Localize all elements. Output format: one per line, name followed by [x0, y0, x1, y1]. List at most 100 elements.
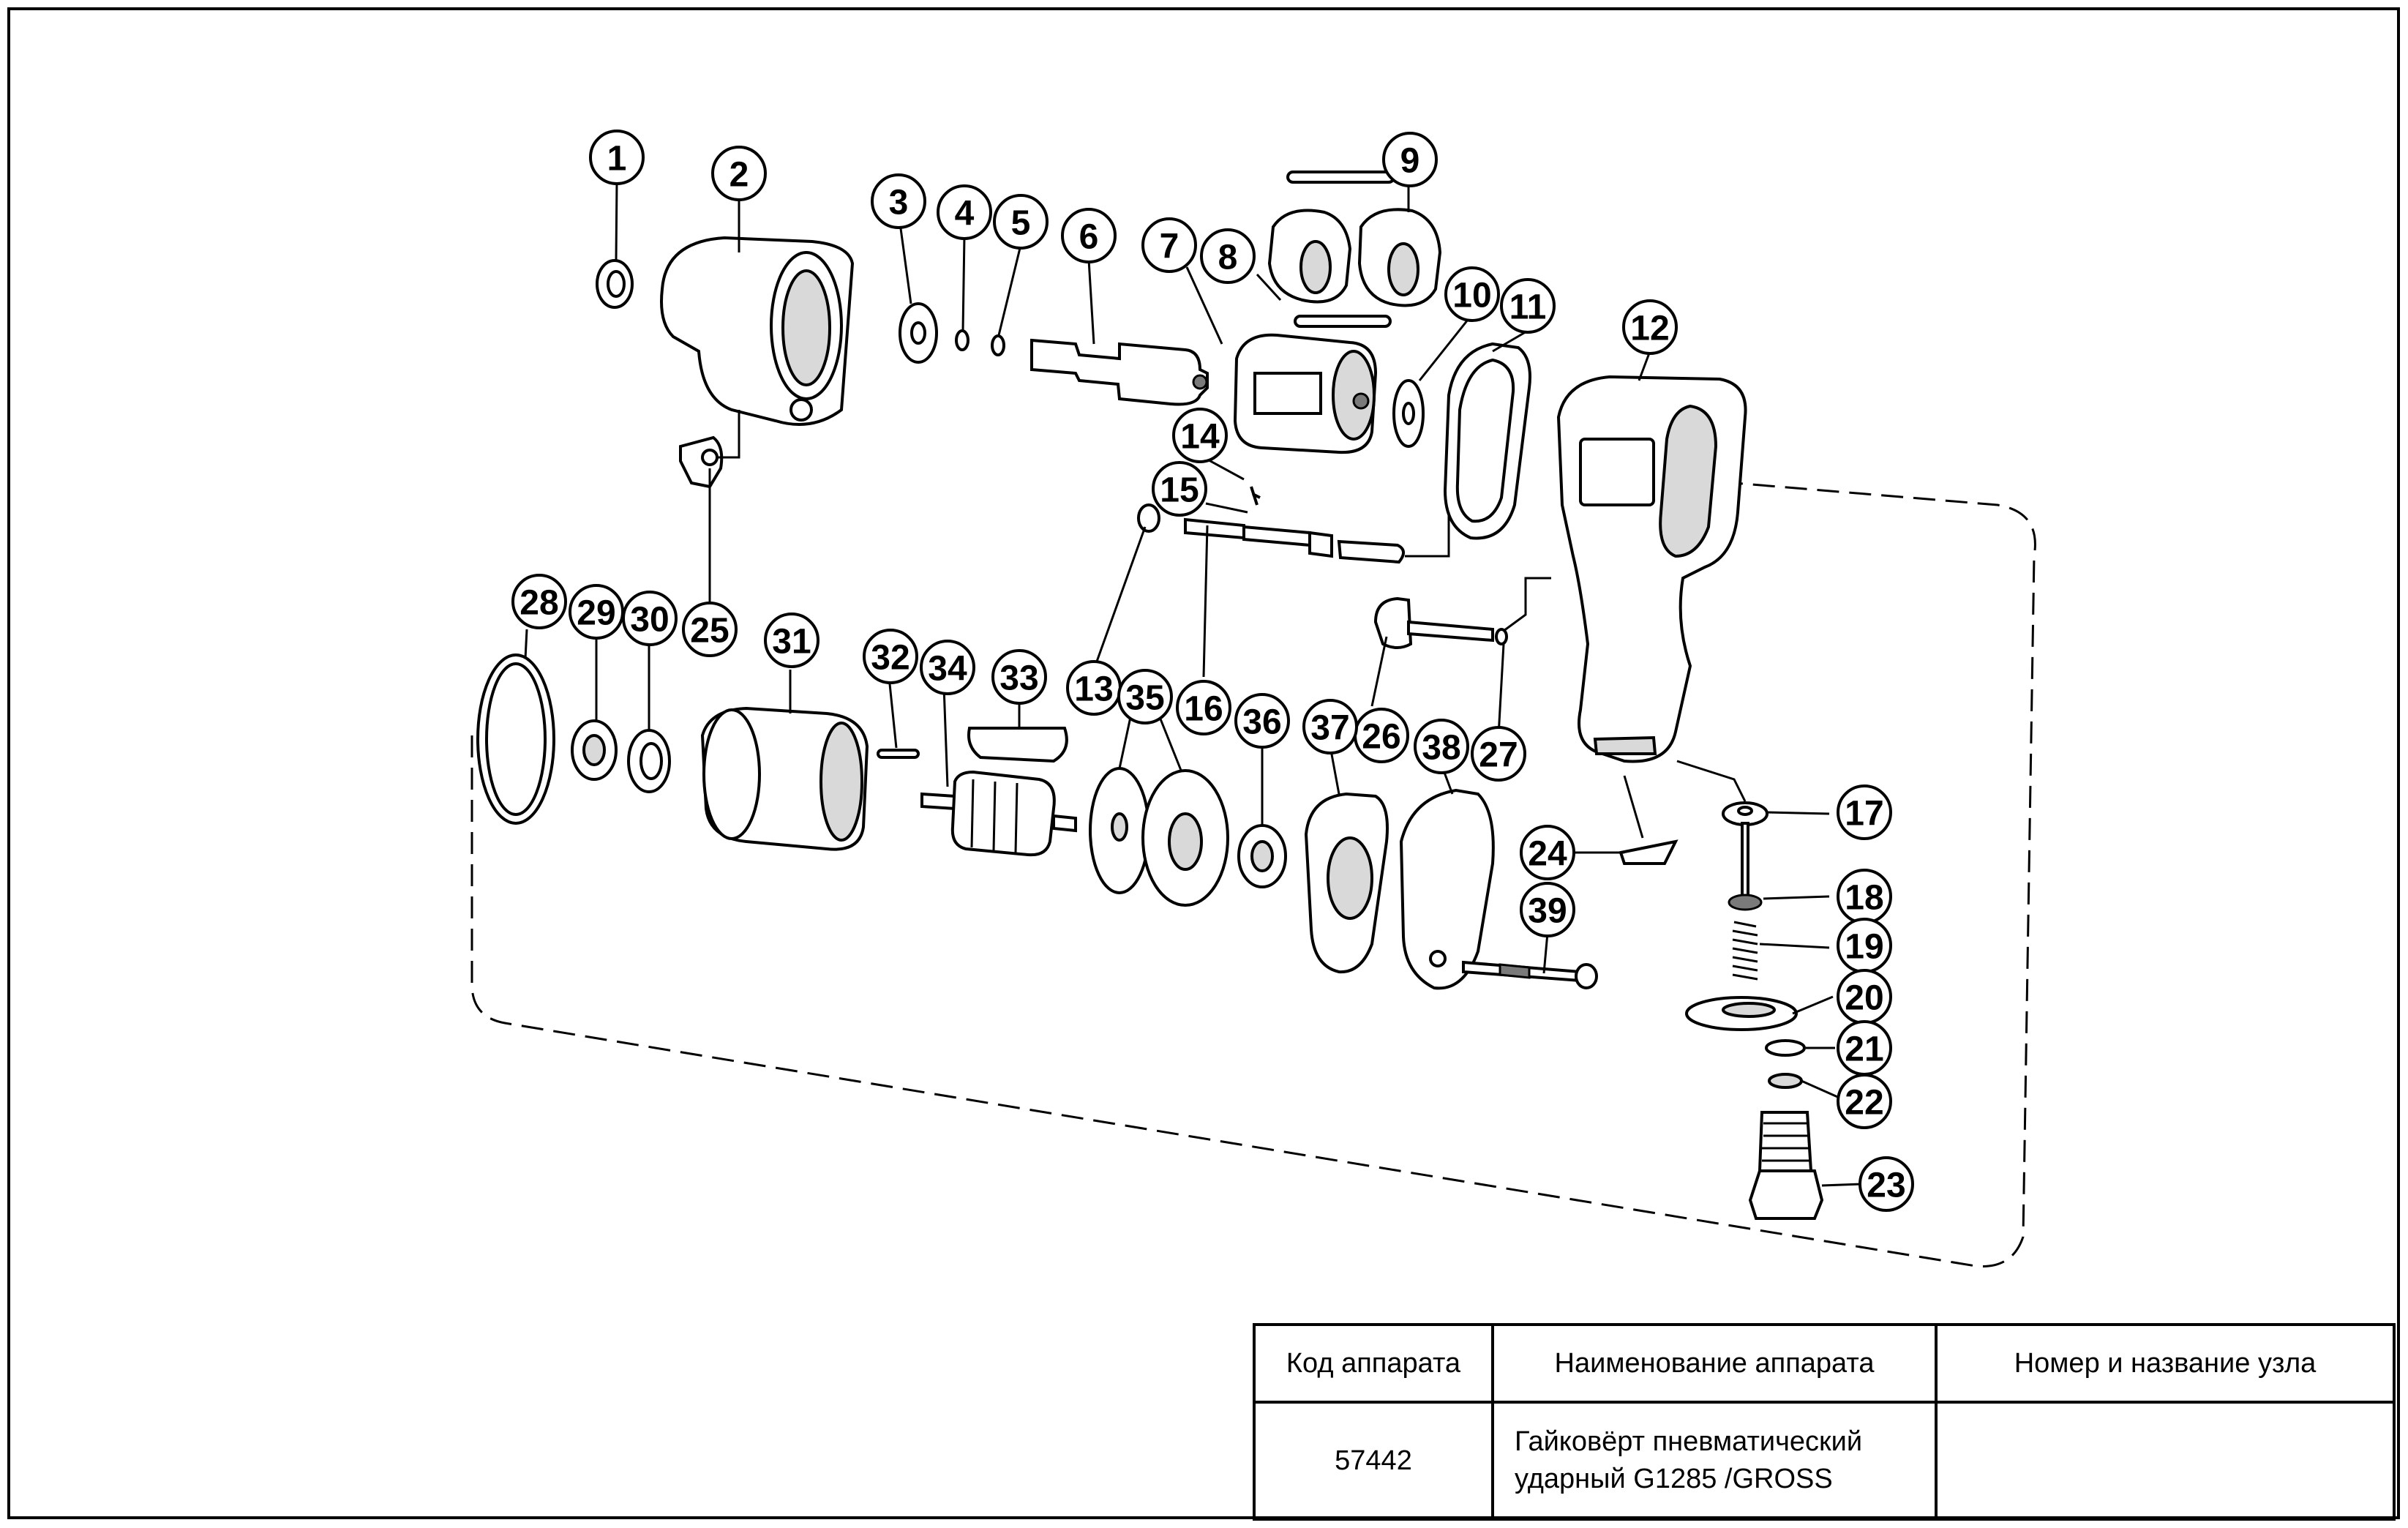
- part-26-trigger-icon: [1373, 596, 1494, 649]
- end-plate-icon: [1089, 767, 1150, 894]
- part-13-washer-icon: [1137, 503, 1160, 533]
- callout-3: 3: [871, 173, 926, 229]
- callout-38: 38: [1414, 719, 1469, 774]
- callout-13: 13: [1066, 660, 1122, 716]
- part-36-bearing-icon: [1237, 824, 1287, 888]
- part-39-screw-icon: [1462, 960, 1598, 989]
- callout-label: 13: [1074, 670, 1113, 709]
- callout-label: 31: [772, 623, 811, 662]
- callout-circle: [920, 640, 975, 695]
- callout-label: 25: [690, 612, 729, 651]
- callout-39: 39: [1520, 882, 1575, 937]
- hammer-pin-icon: [1286, 171, 1395, 328]
- part-38-cover-icon: [1399, 788, 1495, 990]
- callout-label: 3: [889, 184, 909, 222]
- leader-lines: [524, 179, 1863, 1187]
- callout-label: 5: [1011, 204, 1031, 243]
- callout-circle: [1382, 132, 1438, 187]
- callout-18: 18: [1837, 869, 1892, 924]
- callout-5: 5: [993, 194, 1049, 250]
- callout-label: 4: [955, 195, 975, 233]
- handle-housing-icon: [1556, 375, 1747, 763]
- callout-29: 29: [569, 584, 624, 640]
- callout-circle: [1500, 278, 1556, 334]
- part-21-ring-icon: [1765, 1039, 1806, 1057]
- callout-circle: [1837, 784, 1892, 840]
- callout-circle: [1444, 266, 1500, 322]
- callout-label: 27: [1479, 736, 1518, 775]
- drawing-frame: [7, 7, 2400, 1519]
- part-30-bushing-icon: [627, 729, 671, 793]
- callout-circle: [764, 613, 819, 668]
- part-4-ring-icon: [955, 329, 969, 351]
- callout-label: 1: [607, 140, 627, 179]
- callout-label: 36: [1242, 703, 1281, 742]
- callout-circle: [863, 629, 918, 684]
- anvil-part-icon: [1030, 338, 1209, 406]
- callout-31: 31: [764, 613, 819, 668]
- callout-circle: [511, 574, 567, 629]
- callout-circle: [937, 184, 992, 240]
- callout-8: 8: [1200, 228, 1256, 284]
- header-assembly: Номер и название узла: [1935, 1323, 2396, 1404]
- callout-10: 10: [1444, 266, 1500, 322]
- callout-label: 6: [1079, 218, 1099, 257]
- callout-14: 14: [1172, 408, 1228, 463]
- part-25-icon: [679, 435, 724, 489]
- part-8-hammer-icon: [1267, 209, 1352, 304]
- callout-circle: [1520, 882, 1575, 937]
- callout-label: 15: [1160, 471, 1199, 510]
- callout-circle: [1061, 208, 1117, 263]
- callout-label: 22: [1845, 1084, 1883, 1123]
- callout-circle: [1471, 726, 1526, 782]
- callout-30: 30: [622, 591, 678, 646]
- callout-32: 32: [863, 629, 918, 684]
- callout-circle: [622, 591, 678, 646]
- callout-label: 29: [577, 594, 615, 633]
- callout-label: 8: [1218, 239, 1238, 277]
- part-5-ring-icon: [991, 334, 1005, 356]
- part-23-inlet-icon: [1748, 1111, 1824, 1220]
- header-name: Наименование аппарата: [1491, 1323, 1938, 1404]
- callout-label: 38: [1422, 729, 1460, 768]
- callout-label: 24: [1528, 835, 1567, 874]
- callout-16: 16: [1176, 680, 1231, 735]
- callout-label: 33: [999, 659, 1038, 698]
- value-name-line2: ударный G1285 /GROSS: [1515, 1464, 1833, 1494]
- callout-6: 6: [1061, 208, 1117, 263]
- callout-19: 19: [1837, 918, 1892, 973]
- callout-24: 24: [1520, 825, 1575, 880]
- callout-circle: [1414, 719, 1469, 774]
- bearing-icon: [571, 719, 618, 781]
- air-inlet-icon: [1722, 801, 1769, 911]
- callout-25: 25: [682, 602, 738, 657]
- part-35-plate-icon: [1141, 769, 1229, 907]
- callout-label: 11: [1509, 288, 1547, 327]
- callout-circle: [1117, 669, 1173, 724]
- callout-circle: [1141, 217, 1197, 273]
- callout-label: 17: [1845, 795, 1883, 834]
- part-16-valve-stem-icon: [1184, 517, 1405, 564]
- callout-label: 19: [1845, 928, 1883, 967]
- part-14-pin-icon: [1250, 486, 1261, 506]
- value-code: 57442: [1253, 1401, 1494, 1521]
- callout-label: 18: [1845, 879, 1883, 918]
- value-name-line1: Гайковёрт пневматический: [1515, 1426, 1863, 1457]
- callout-12: 12: [1622, 299, 1678, 355]
- callout-label: 16: [1184, 690, 1223, 729]
- callout-label: 26: [1362, 718, 1400, 757]
- assembly-boundary-dash: [470, 467, 2036, 1267]
- callout-label: 10: [1452, 277, 1491, 315]
- callout-label: 28: [520, 584, 558, 623]
- part-33-vane-icon: [967, 727, 1068, 763]
- callout-label: 39: [1528, 892, 1567, 931]
- callout-7: 7: [1141, 217, 1197, 273]
- callout-21: 21: [1837, 1020, 1892, 1076]
- callout-15: 15: [1152, 461, 1207, 517]
- callout-circle: [1200, 228, 1256, 284]
- callout-label: 30: [630, 601, 669, 640]
- callout-label: 7: [1160, 228, 1179, 266]
- o-ring-icon: [476, 653, 555, 825]
- cylinder-icon: [700, 706, 869, 851]
